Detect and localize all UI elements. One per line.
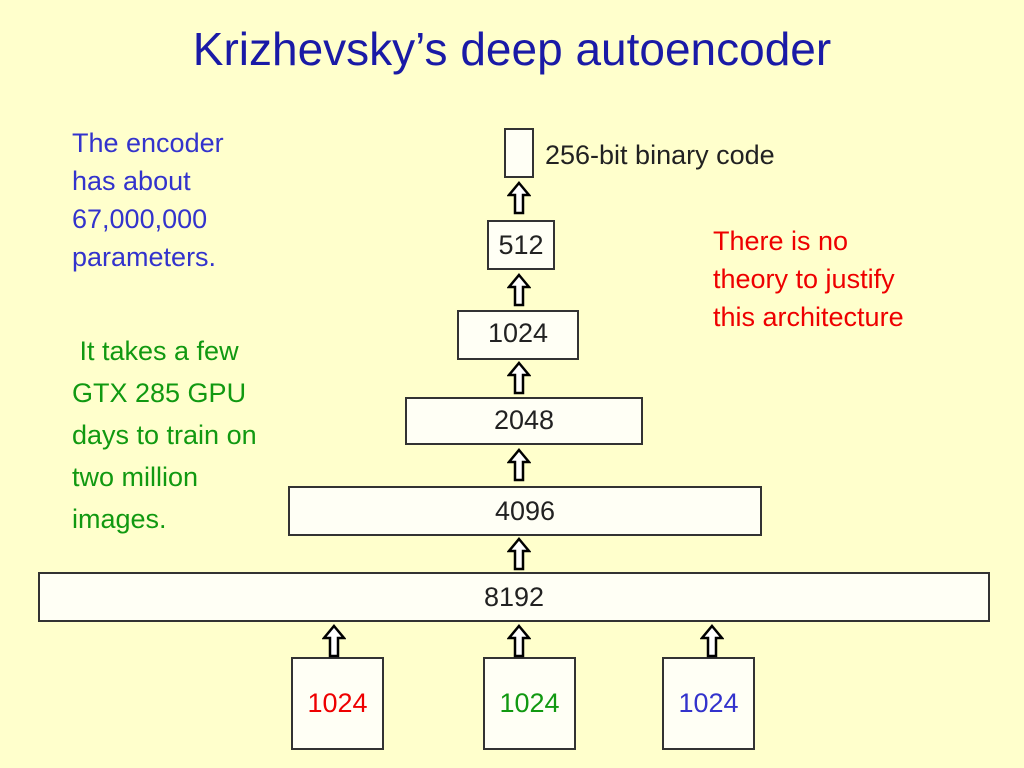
layer-box-512: 512 bbox=[487, 220, 555, 270]
encoder-params-note: The encoder has about 67,000,000 paramet… bbox=[72, 124, 224, 276]
note-line: theory to justify bbox=[713, 264, 895, 294]
note-line: parameters. bbox=[72, 242, 217, 272]
up-arrow-icon bbox=[322, 624, 346, 658]
theory-note: There is no theory to justify this archi… bbox=[713, 222, 904, 336]
note-line: images. bbox=[72, 504, 167, 534]
up-arrow-icon bbox=[700, 624, 724, 658]
up-arrow-icon bbox=[507, 361, 531, 395]
up-arrow-icon bbox=[507, 448, 531, 482]
input-box-red: 1024 bbox=[291, 657, 384, 750]
up-arrow-icon bbox=[507, 537, 531, 571]
note-line: GTX 285 GPU bbox=[72, 378, 247, 408]
input-box-green: 1024 bbox=[483, 657, 576, 750]
training-note: It takes a few GTX 285 GPU days to train… bbox=[72, 330, 257, 540]
note-line: days to train on bbox=[72, 420, 257, 450]
layer-box-1024: 1024 bbox=[457, 310, 579, 360]
code-box bbox=[504, 128, 534, 178]
input-box-blue: 1024 bbox=[662, 657, 755, 750]
note-line: 67,000,000 bbox=[72, 204, 208, 234]
layer-box-8192: 8192 bbox=[38, 572, 990, 622]
layer-box-4096: 4096 bbox=[288, 486, 762, 536]
up-arrow-icon bbox=[507, 181, 531, 215]
slide-title: Krizhevsky’s deep autoencoder bbox=[192, 23, 832, 75]
note-line: has about bbox=[72, 166, 191, 196]
note-line: this architecture bbox=[713, 302, 904, 332]
code-label: 256-bit binary code bbox=[545, 140, 775, 170]
note-line: There is no bbox=[713, 226, 849, 256]
note-line: It takes a few bbox=[72, 336, 239, 366]
up-arrow-icon bbox=[507, 273, 531, 307]
layer-box-2048: 2048 bbox=[405, 397, 643, 445]
note-line: two million bbox=[72, 462, 199, 492]
up-arrow-icon bbox=[507, 624, 531, 658]
note-line: The encoder bbox=[72, 128, 224, 158]
